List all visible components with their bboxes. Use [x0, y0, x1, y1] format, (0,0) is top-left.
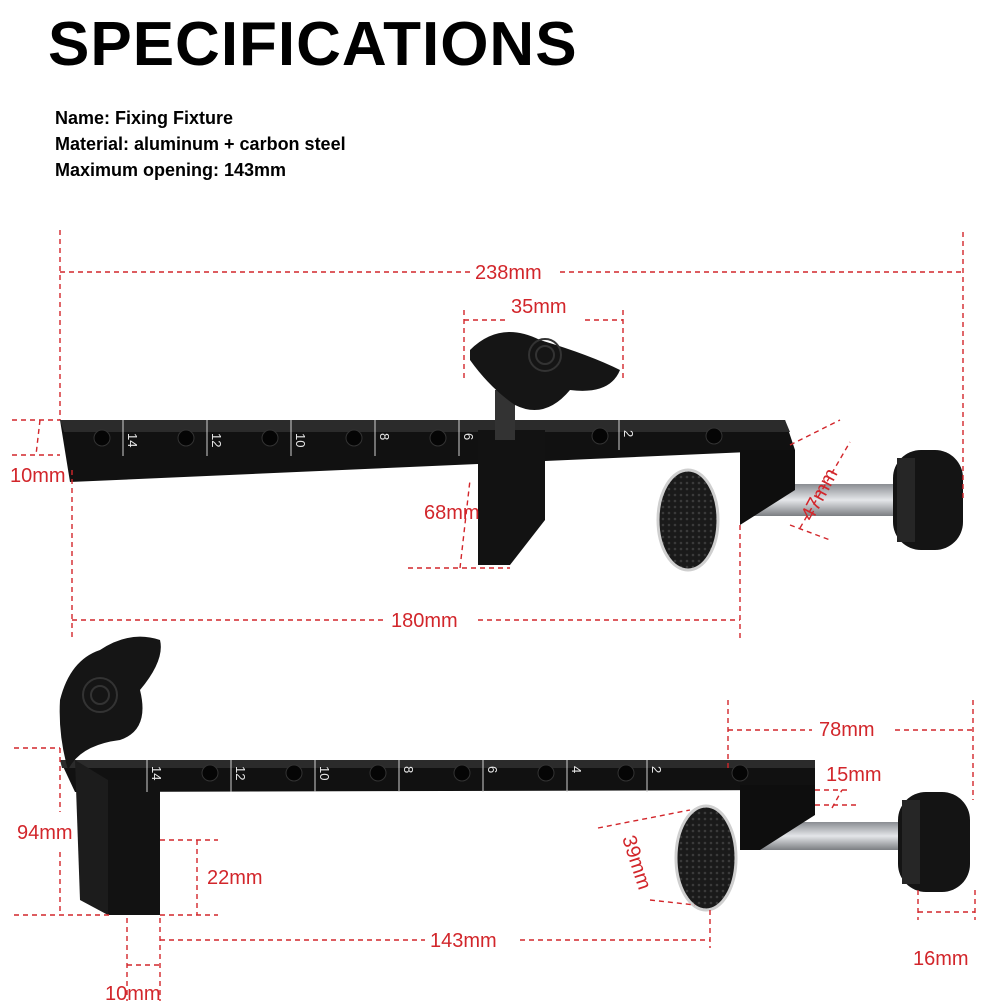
scale-mark: 10	[293, 433, 308, 447]
top-pad	[656, 468, 720, 572]
top-dimension-lines	[12, 230, 964, 640]
scale-mark: 10	[317, 766, 332, 780]
scale-mark: 2	[621, 430, 636, 437]
dim-height: 94mm	[17, 822, 73, 844]
scale-mark: 8	[401, 766, 416, 773]
top-end-knob	[893, 450, 963, 550]
top-holes	[93, 427, 723, 447]
top-hook	[740, 450, 795, 525]
dim-knob-diameter: 16mm	[913, 948, 969, 970]
spec-name: Name: Fixing Fixture	[55, 108, 234, 128]
scale-mark: 2	[649, 766, 664, 773]
bottom-hook	[740, 785, 815, 850]
scale-mark: 6	[461, 433, 476, 440]
scale-mark: 4	[569, 766, 584, 773]
dim-body-length: 180mm	[391, 610, 458, 632]
dim-foot-depth: 22mm	[207, 867, 263, 889]
scale-mark: 14	[125, 433, 140, 447]
scale-mark: 14	[149, 766, 164, 780]
bottom-end-knob	[898, 792, 970, 892]
scale-mark: 12	[209, 433, 224, 447]
page-title: SPECIFICATIONS	[48, 10, 578, 79]
dim-knob-width: 35mm	[511, 296, 567, 318]
spec-material: Material: aluminum + carbon steel	[55, 134, 346, 154]
dim-bottom-pad-diameter: 39mm	[617, 833, 655, 893]
bottom-fixture: 14 12 10 8 6 4 2	[59, 636, 970, 915]
bottom-pad	[674, 804, 738, 912]
scale-mark: 8	[377, 433, 392, 440]
bottom-holes	[201, 764, 749, 782]
bottom-scale: 14 12 10 8 6 4 2	[149, 766, 664, 780]
top-bar	[60, 420, 795, 482]
dim-foot-width: 10mm	[105, 983, 161, 1001]
bottom-wing-knob	[59, 636, 161, 770]
dim-screw-length: 78mm	[819, 719, 875, 741]
bottom-dimension-lines	[14, 700, 976, 1001]
dim-total-length: 238mm	[475, 262, 542, 284]
scale-mark: 12	[233, 766, 248, 780]
dim-foot-height: 68mm	[424, 502, 480, 524]
top-foot	[478, 430, 545, 565]
dim-bar-thickness: 10mm	[10, 465, 66, 487]
spec-list: Name: Fixing Fixture Material: aluminum …	[55, 105, 346, 183]
scale-mark: 6	[485, 766, 500, 773]
dim-bar-gap: 15mm	[826, 764, 882, 786]
dim-max-opening: 143mm	[430, 930, 497, 952]
spec-max-opening: Maximum opening: 143mm	[55, 160, 287, 180]
top-scale: 14 12 10 8 6 2	[125, 430, 636, 447]
bottom-foot	[108, 780, 160, 915]
top-wing-knob	[470, 332, 620, 410]
top-fixture: 14 12 10 8 6 2	[60, 332, 963, 572]
